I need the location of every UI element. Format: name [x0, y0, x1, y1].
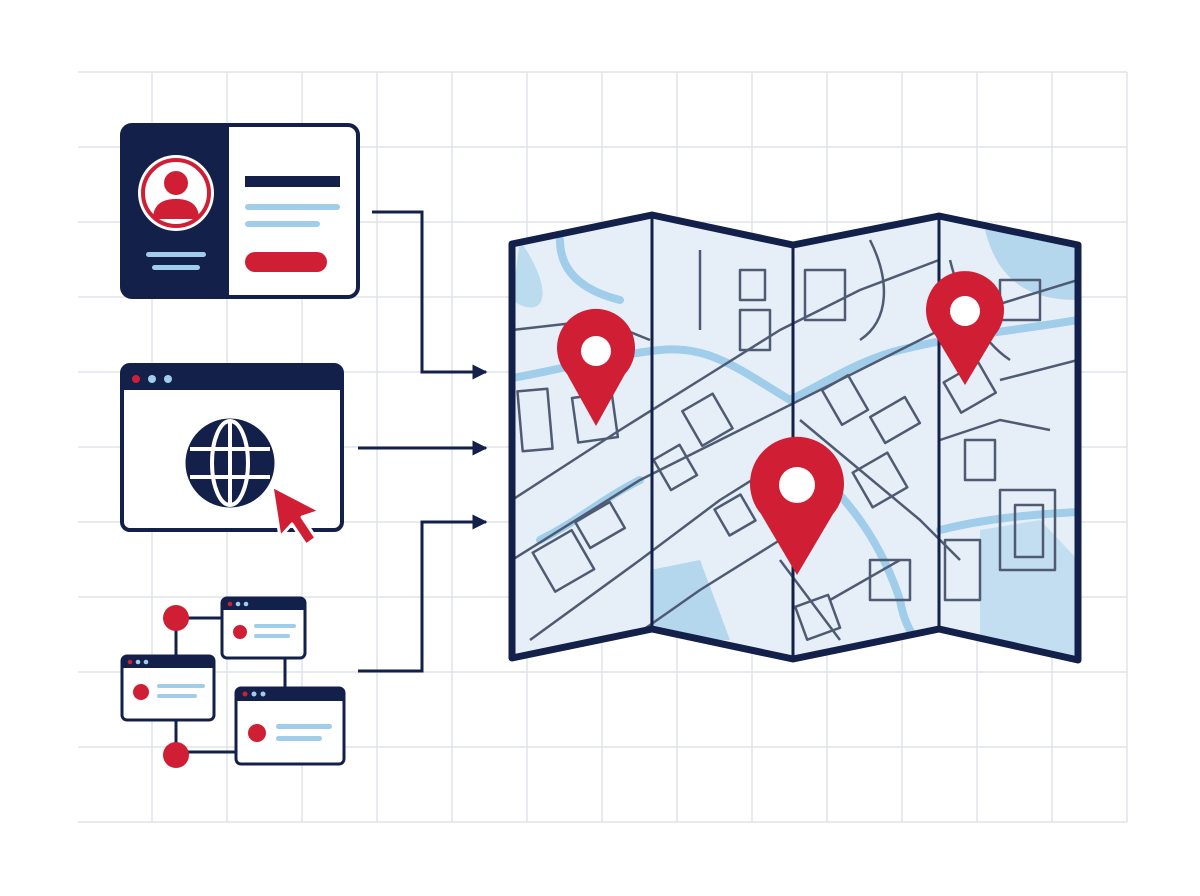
profile-caption-line	[152, 265, 200, 270]
network-node	[163, 742, 189, 768]
map-pin-icon	[750, 436, 844, 575]
map-water	[512, 240, 543, 308]
network-node	[163, 605, 189, 631]
mini-window	[120, 654, 216, 722]
profile-caption-line	[146, 252, 206, 257]
network-cluster	[120, 596, 346, 768]
browser-window	[120, 363, 344, 547]
globe-icon	[185, 418, 275, 508]
profile-detail-line	[245, 221, 320, 227]
mini-window	[220, 596, 307, 660]
mini-window	[234, 686, 346, 766]
folded-map	[508, 211, 1082, 664]
user-icon	[138, 155, 214, 231]
map-pin-icon	[557, 308, 635, 426]
map-pin-icon	[926, 271, 1004, 385]
window-dot	[132, 375, 140, 383]
map-water	[980, 520, 1078, 660]
window-dot	[164, 375, 172, 383]
profile-action-button	[245, 252, 327, 272]
window-dot	[148, 375, 156, 383]
profile-card	[120, 123, 360, 299]
connector-arrows	[358, 210, 488, 673]
arrow-network-to-map	[358, 514, 488, 673]
profile-detail-line	[245, 204, 340, 210]
cursor-icon	[270, 484, 322, 547]
map-water	[985, 230, 1078, 300]
profile-name-bar	[245, 176, 340, 187]
arrow-profile-to-map	[372, 210, 488, 380]
map-water	[650, 560, 730, 640]
